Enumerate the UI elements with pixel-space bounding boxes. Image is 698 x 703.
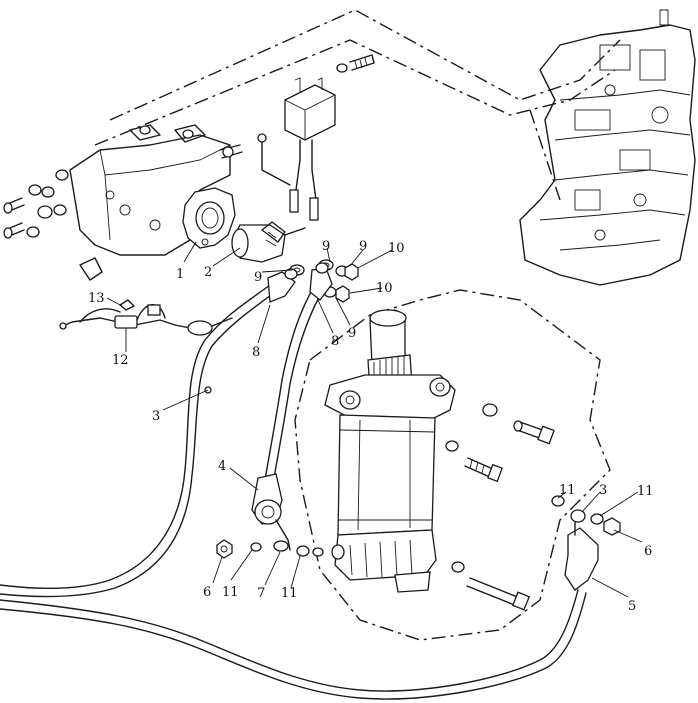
fuse-harness	[59, 299, 233, 336]
callout-leaders	[106, 241, 643, 598]
callout-6-left: 6	[203, 585, 211, 600]
callout-9-a: 9	[322, 239, 330, 254]
callout-11-c: 11	[559, 483, 576, 498]
callout-9-d: 9	[348, 326, 356, 341]
callout-5: 5	[628, 599, 636, 614]
starter-motor	[324, 309, 456, 593]
callout-10-a: 10	[388, 241, 405, 256]
callout-9-b: 9	[254, 270, 262, 285]
callout-9-c: 9	[359, 239, 367, 254]
callout-12: 12	[112, 353, 129, 368]
cable-5	[0, 509, 621, 700]
engine-block	[519, 9, 696, 286]
top-bolt	[336, 54, 375, 73]
starter-bolts	[445, 403, 565, 611]
left-fasteners	[3, 144, 243, 239]
callout-11-b: 11	[281, 586, 298, 601]
callout-10-b: 10	[376, 281, 393, 296]
callout-6-right: 6	[644, 544, 652, 559]
callout-11-a: 11	[222, 585, 239, 600]
lower-left-hardware	[216, 539, 324, 559]
callout-8-right: 8	[331, 334, 339, 349]
cable-3	[0, 268, 298, 598]
callout-13: 13	[88, 291, 105, 306]
callout-8-left: 8	[252, 345, 260, 360]
relay-unit	[257, 77, 336, 221]
callout-4: 4	[218, 459, 226, 474]
callout-3-right: 3	[599, 483, 607, 498]
callout-2: 2	[204, 265, 212, 280]
callout-11-d: 11	[637, 484, 654, 499]
part-1-clamp	[182, 187, 236, 249]
callout-3: 3	[152, 409, 160, 424]
part-2-solenoid	[231, 221, 306, 263]
callout-7: 7	[257, 586, 265, 601]
callout-labels: 1 2 3 3 4 5 6 6 7 8 8 9 9 9 9 10 10 11 1…	[88, 239, 654, 614]
cable-4	[251, 262, 333, 551]
terminal-hardware	[289, 259, 359, 303]
callout-1: 1	[176, 267, 184, 282]
